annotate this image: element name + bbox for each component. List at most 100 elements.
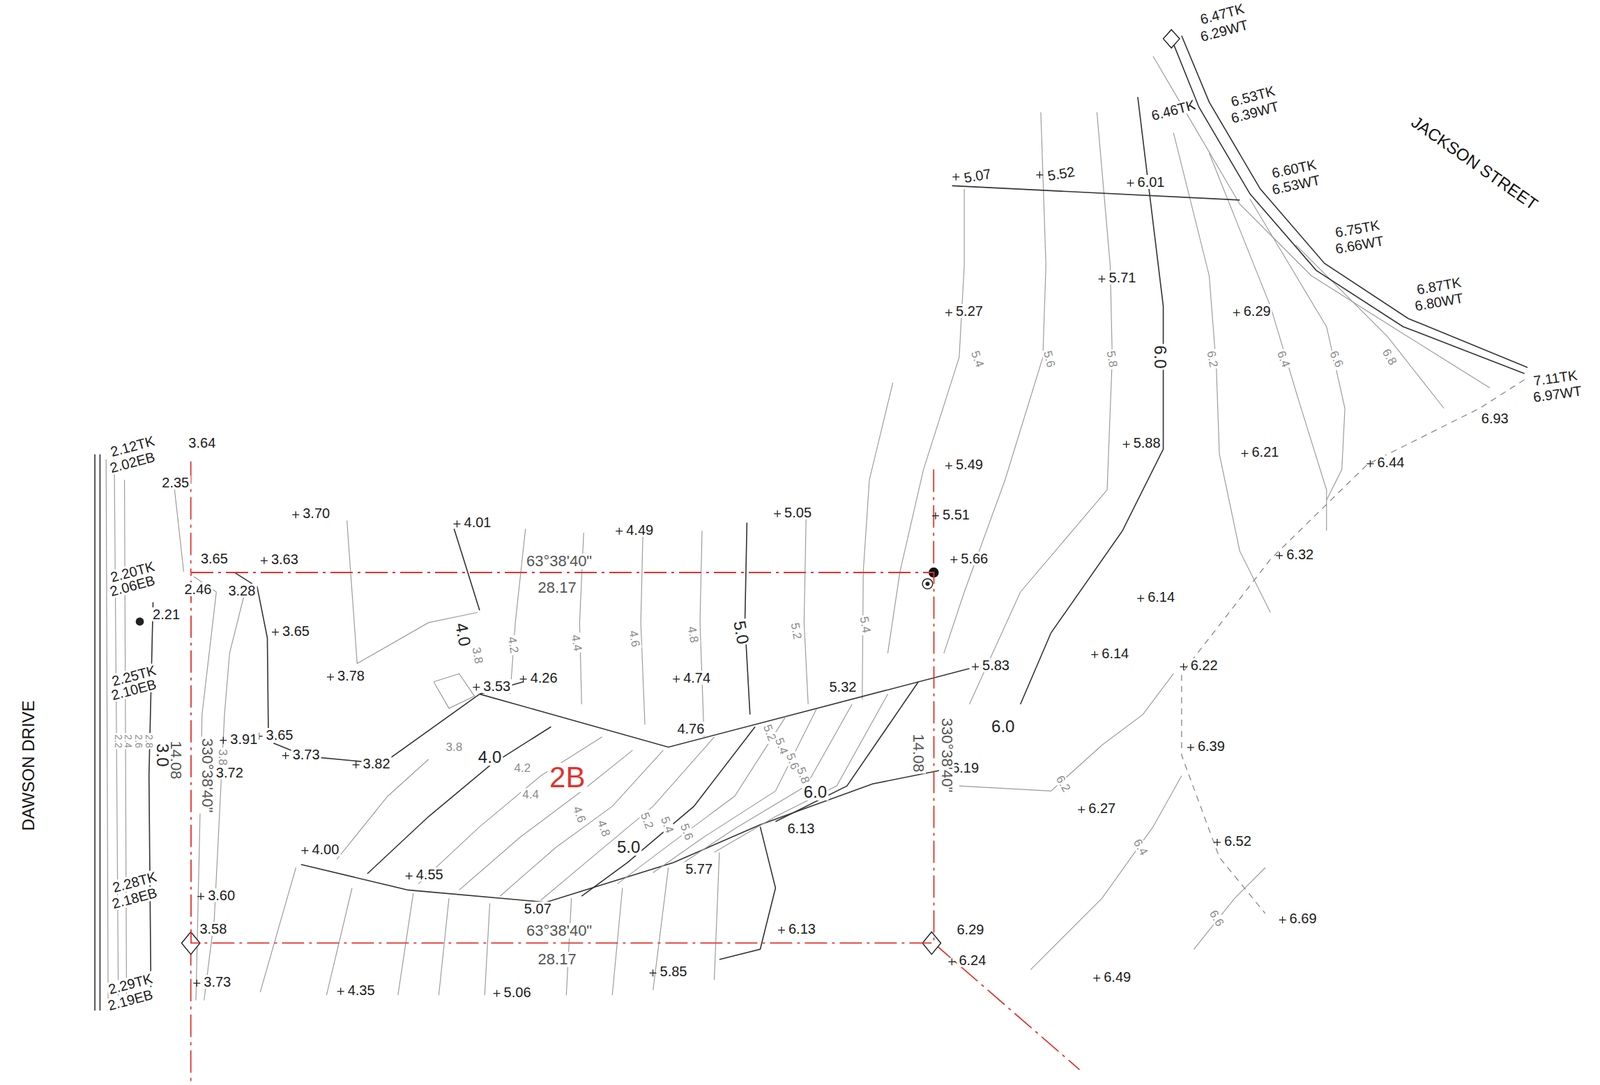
spot-height: 3.65	[264, 727, 295, 742]
spot-height: 6.22	[1189, 658, 1220, 673]
contour-line	[714, 693, 889, 852]
spot-cross	[472, 683, 480, 691]
kerb-line	[1181, 35, 1528, 368]
kerb-line	[1153, 56, 1490, 389]
contour-label: 2.2	[113, 732, 124, 749]
spot-height: 3.73	[291, 747, 322, 762]
contour-label: 2.4	[123, 732, 134, 749]
contour-line	[581, 726, 756, 896]
bearing-dimension: 330°38'40"	[939, 716, 955, 794]
spot-height: 5.66	[959, 551, 990, 566]
spot-cross	[337, 987, 345, 995]
spot-height: 3.65	[280, 623, 311, 638]
contour-line	[714, 851, 720, 980]
contour-line	[959, 673, 1174, 791]
spot-height: 5.52	[1045, 163, 1078, 183]
survey-limit	[1181, 379, 1525, 914]
spot-height: 3.73	[202, 974, 233, 989]
contour-line	[1030, 775, 1182, 970]
spot-height: 4.74	[681, 670, 712, 685]
contour-line	[510, 528, 526, 694]
spot-height: 3.91	[228, 732, 259, 746]
contour-label: 2.8	[144, 732, 155, 749]
contour-label: 4.2	[505, 634, 521, 656]
break-line	[479, 668, 970, 748]
spot-height: 6.93	[1480, 411, 1511, 426]
section-line	[952, 185, 1241, 200]
break-line	[273, 693, 480, 764]
contour-label: 5.6	[677, 820, 696, 843]
spot-height: 6.69	[1288, 911, 1319, 926]
spot-cross	[948, 957, 956, 965]
spot-cross	[948, 308, 949, 316]
spot-height: 4.49	[624, 522, 655, 537]
break-line	[453, 528, 480, 611]
contour-label: 5.0	[615, 838, 642, 856]
spot-cross	[1183, 663, 1184, 670]
spot-height: 5.05	[782, 505, 813, 520]
spot-height: 6.19	[950, 760, 981, 775]
spot-height: 3.65	[199, 551, 230, 566]
contour-line	[438, 897, 449, 995]
spot-cross	[1094, 651, 1096, 659]
spot-cross	[522, 675, 524, 683]
contour-label: 3.8	[444, 741, 464, 753]
contour-label: 5.8	[1105, 348, 1121, 370]
boundary-extension	[190, 943, 192, 1083]
spot-height: 6.14	[1146, 589, 1177, 604]
spot-height: 5.85	[658, 964, 689, 979]
spot-cross	[301, 847, 309, 855]
contour-line	[699, 530, 705, 737]
contour-label: 5.0	[730, 618, 752, 647]
contour-line	[1250, 198, 1345, 500]
spot-mark	[135, 617, 145, 627]
contour-label: 5.6	[1040, 348, 1058, 371]
contour-line	[1173, 132, 1271, 613]
spot-cross	[652, 969, 654, 977]
spot-height: 6.52	[1222, 833, 1253, 848]
spot-height: 3.28	[226, 583, 257, 598]
contour-line	[260, 867, 296, 993]
spot-height: 4.26	[529, 670, 560, 685]
spot-cross	[274, 628, 276, 636]
contour-label: 3.8	[469, 644, 486, 666]
contour-line	[1296, 244, 1444, 408]
spot-cross	[223, 736, 224, 744]
contour-line	[1193, 867, 1265, 949]
spot-cross	[1127, 179, 1135, 187]
contour-line	[193, 576, 217, 1000]
contour-line	[969, 112, 1112, 705]
spot-height: 2.21	[151, 607, 182, 622]
spot-cross	[493, 989, 501, 997]
spot-height: 6.21	[1250, 444, 1280, 459]
contour-line	[398, 893, 414, 995]
spot-cross	[1125, 440, 1127, 448]
spot-cross	[352, 761, 360, 769]
contour-label: 5.2	[788, 619, 804, 641]
spot-height: 3.60	[206, 888, 237, 903]
spot-cross	[932, 512, 940, 520]
street-name: JACKSON STREET	[1407, 112, 1543, 215]
boundary-extension	[933, 943, 1080, 1071]
spot-height: 6.29	[955, 922, 986, 937]
spot-height: 6.27	[1086, 801, 1117, 815]
contour-line	[367, 726, 551, 874]
spot-cross	[197, 893, 205, 901]
contour-line	[683, 704, 853, 863]
spot-cross	[1279, 916, 1287, 924]
spot-cross	[952, 173, 960, 181]
spot-cross	[1236, 308, 1237, 316]
spot-cross	[282, 752, 290, 760]
spot-height: 3.63	[269, 552, 300, 567]
pit-outline	[433, 673, 475, 709]
spot-height: 5.06	[502, 985, 533, 1000]
spot-height: 4.00	[310, 842, 341, 857]
spot-height: 4.35	[346, 983, 377, 997]
contour-label: 4.8	[685, 623, 701, 645]
spot-cross	[1140, 594, 1142, 602]
contour-line	[566, 897, 571, 995]
contour-label: 6.2	[1053, 772, 1074, 795]
spot-height: 4.76	[675, 721, 706, 736]
spot-height: 3.78	[336, 668, 367, 683]
